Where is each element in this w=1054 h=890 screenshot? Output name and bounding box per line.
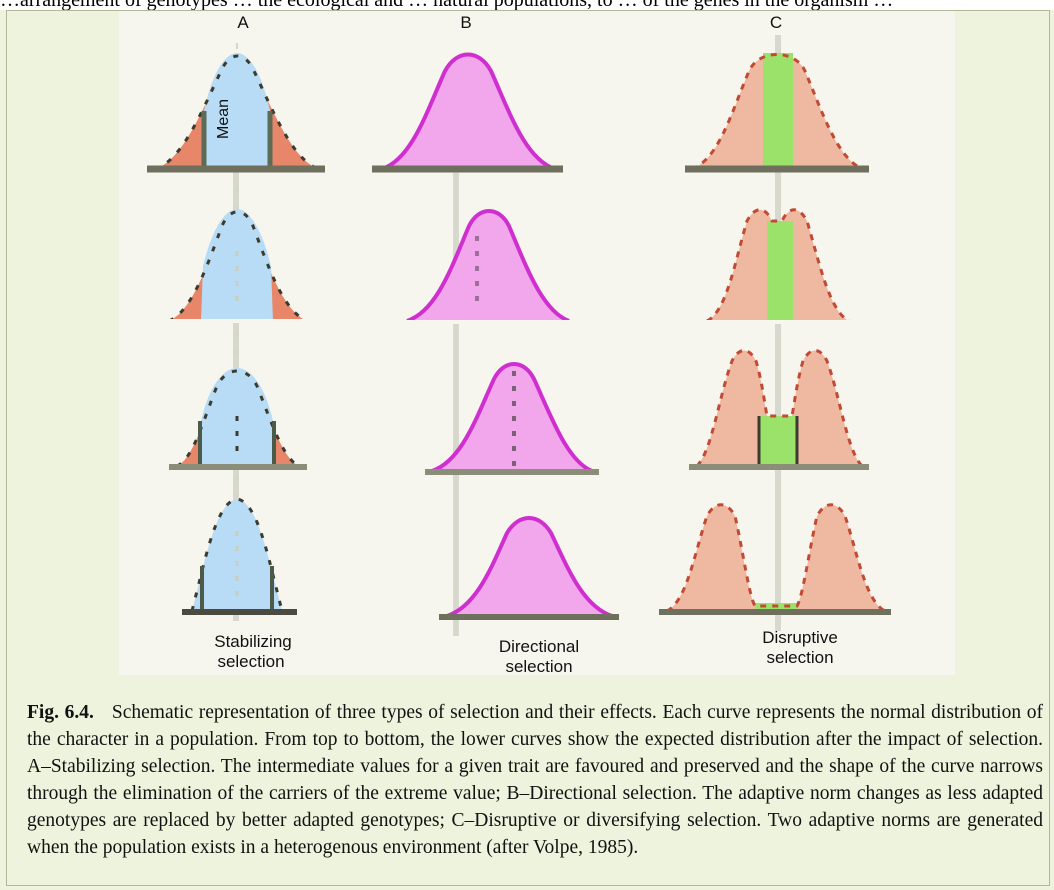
column-letter-b: B <box>460 13 471 32</box>
directional-curve-4 <box>439 516 619 620</box>
disruptive-curve-4 <box>659 503 891 615</box>
label-directional-line1: Directional <box>499 637 579 656</box>
column-letter-a: A <box>237 13 249 32</box>
selection-figure: A B C Mean <box>119 11 955 676</box>
caption-label: Fig. 6.4. <box>27 702 94 723</box>
disruptive-curve-3 <box>689 349 869 470</box>
label-disruptive-line2: selection <box>766 648 833 667</box>
column-letter-c: C <box>770 13 782 32</box>
disruptive-curve-2 <box>701 208 855 324</box>
mean-label: Mean <box>215 99 232 139</box>
label-disruptive-line1: Disruptive <box>762 628 838 647</box>
caption-text: Schematic representation of three types … <box>27 702 1043 858</box>
directional-curve-3 <box>425 362 599 475</box>
label-stabilizing-line1: Stabilizing <box>214 632 292 651</box>
figure-caption: Fig. 6.4.Schematic representation of thr… <box>27 699 1043 861</box>
stabilizing-curve-4 <box>182 497 297 615</box>
stabilizing-curve-3 <box>169 368 307 470</box>
disruptive-curve-1 <box>685 53 869 173</box>
stabilizing-curve-2 <box>162 209 315 323</box>
directional-curve-2 <box>402 209 577 324</box>
top-page-text: …arrangement of genotypes … the ecologic… <box>0 0 1054 10</box>
directional-curve-1 <box>372 52 563 173</box>
label-directional-line2: selection <box>505 657 572 676</box>
top-page-text-strip: …arrangement of genotypes … the ecologic… <box>0 0 1054 10</box>
stabilizing-curve-1: Mean <box>147 53 325 173</box>
figure-panel: A B C Mean <box>6 10 1050 886</box>
label-stabilizing-line2: selection <box>217 652 284 671</box>
